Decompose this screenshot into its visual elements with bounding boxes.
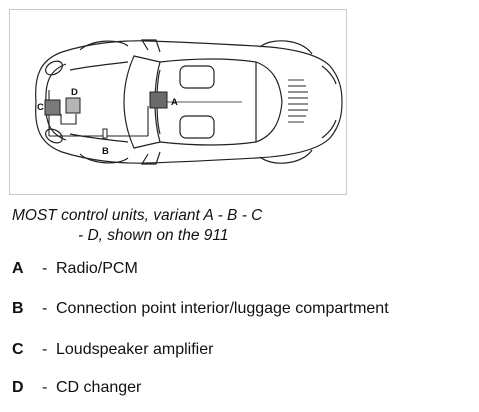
mirror-bottom [140, 151, 161, 165]
legend-dash: - [42, 300, 48, 317]
seat-left [179, 65, 215, 89]
most-wiring [48, 90, 149, 137]
rear-wheel-arch-top [259, 40, 313, 55]
wire-d-link [60, 114, 77, 125]
rear-light-top [321, 65, 337, 85]
car-outline [35, 39, 343, 165]
legend-text: Connection point interior/luggage compar… [56, 300, 389, 317]
legend-item-c: C - Loudspeaker amplifier [12, 339, 213, 361]
legend-text: CD changer [56, 379, 142, 396]
legend-key: D [12, 379, 24, 396]
unit-d-box [65, 97, 81, 114]
hood-line-bottom [69, 133, 129, 143]
label-d: D [71, 87, 78, 98]
legend-dash: - [42, 260, 48, 277]
front-wheel-arch-bottom [79, 153, 129, 164]
front-wheel-arch-top [79, 40, 129, 51]
legend-key: C [12, 341, 24, 358]
unit-c-box [44, 99, 61, 116]
label-a: A [171, 97, 178, 108]
seat-right [179, 115, 215, 139]
legend-item-b: B - Connection point interior/luggage co… [12, 298, 389, 320]
label-c: C [37, 102, 44, 113]
legend-text: Loudspeaker amplifier [56, 341, 214, 358]
hood-line-top [69, 61, 129, 71]
diagram-frame: A B C D [9, 9, 347, 195]
label-b: B [102, 146, 109, 157]
legend-dash: - [42, 341, 48, 358]
mirror-top [140, 39, 161, 53]
rear-window [255, 61, 283, 143]
rear-wheel-arch-bottom [259, 149, 313, 164]
legend-item-d: D - CD changer [12, 377, 141, 399]
headlight-right [45, 128, 63, 144]
unit-b-connector [102, 128, 108, 139]
diagram-caption: MOST control units, variant A - B - C - … [12, 206, 262, 246]
legend-text: Radio/PCM [56, 260, 138, 277]
engine-grille [288, 79, 308, 123]
rear-light-bottom [321, 119, 337, 139]
caption-line-1: MOST control units, variant A - B - C [12, 207, 263, 224]
legend-dash: - [42, 379, 48, 396]
caption-line-2: - D, shown on the 911 [78, 227, 229, 244]
roof [159, 58, 257, 146]
legend-key: A [12, 260, 24, 277]
car-body [35, 40, 343, 164]
headlight-left [45, 60, 63, 76]
car-top-view-diagram: A B C D [35, 39, 343, 165]
legend-key: B [12, 300, 24, 317]
legend-item-a: A - Radio/PCM [12, 258, 138, 280]
unit-a-box [149, 91, 168, 109]
